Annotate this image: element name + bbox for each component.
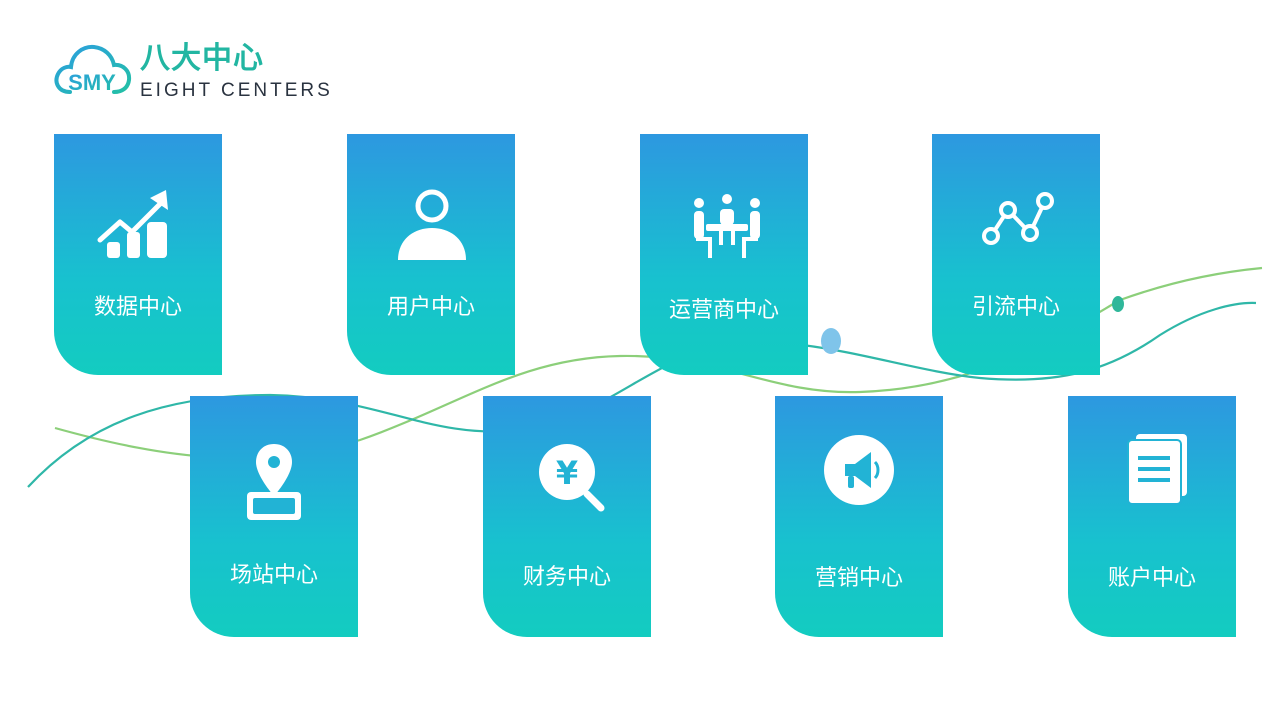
wave-dot-green <box>1112 296 1124 312</box>
card-label: 用户中心 <box>386 295 475 320</box>
brand-logo: SMY 八大中心 EIGHT CENTERS <box>52 40 352 110</box>
documents-icon <box>1127 434 1187 505</box>
cloud-logo-icon: SMY <box>54 44 132 95</box>
logo-mark-text: SMY <box>68 70 116 95</box>
card-label: 财务中心 <box>522 565 611 590</box>
user-icon <box>398 189 466 260</box>
card-label: 账户中心 <box>1107 566 1196 591</box>
card-label: 数据中心 <box>93 295 182 320</box>
yuan-search-icon: ¥ <box>539 444 605 512</box>
card-label: 场站中心 <box>229 563 318 588</box>
card-station-center[interactable]: 场站中心 <box>190 396 358 637</box>
wave-dot-blue <box>821 328 841 354</box>
card-data-center[interactable]: 数据中心 <box>54 134 222 375</box>
page-subtitle: EIGHT CENTERS <box>140 80 333 101</box>
location-pin-icon <box>247 444 301 520</box>
growth-chart-icon <box>97 190 168 258</box>
svg-text:¥: ¥ <box>556 454 578 492</box>
meeting-table-icon <box>694 194 760 258</box>
card-account-center[interactable]: 账户中心 <box>1068 396 1236 637</box>
card-user-center[interactable]: 用户中心 <box>347 134 515 375</box>
card-traffic-center[interactable]: 引流中心 <box>932 134 1100 375</box>
card-marketing-center[interactable]: 营销中心 <box>775 396 943 637</box>
megaphone-icon <box>824 435 894 505</box>
page-title: 八大中心 <box>140 41 264 76</box>
card-finance-center[interactable]: ¥ 财务中心 <box>483 396 651 637</box>
card-operator-center[interactable]: 运营商中心 <box>640 134 808 375</box>
card-label: 引流中心 <box>971 295 1060 320</box>
node-graph-icon <box>982 192 1054 245</box>
card-label: 运营商中心 <box>668 298 779 323</box>
card-label: 营销中心 <box>814 566 903 591</box>
